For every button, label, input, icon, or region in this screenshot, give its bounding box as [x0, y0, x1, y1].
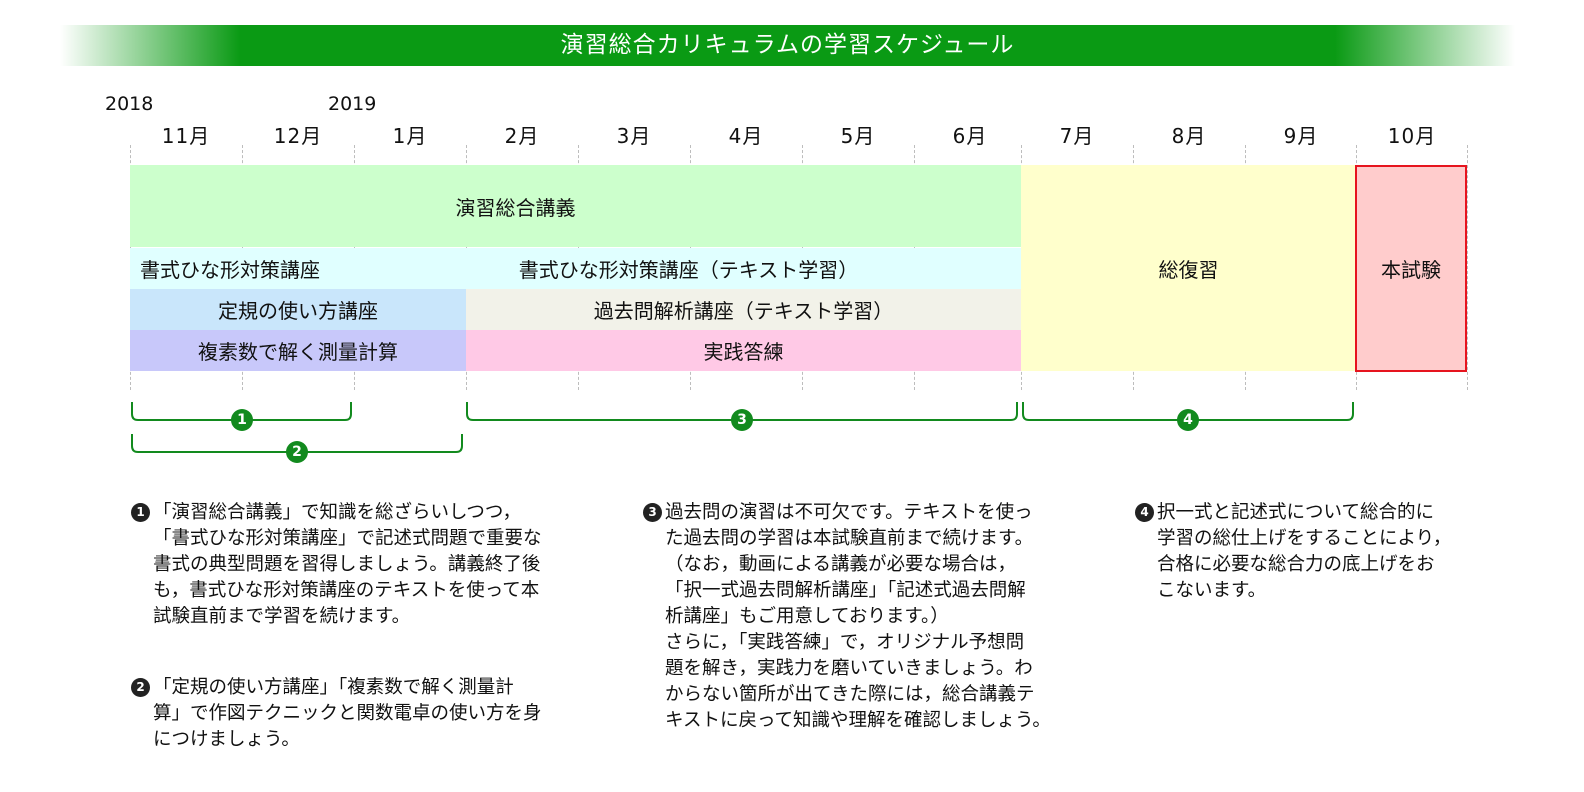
month-label: 12月 — [273, 124, 323, 148]
period-braces — [131, 402, 1354, 453]
shoshiki-bar: 書式ひな形対策講座 — [130, 248, 466, 289]
note-2: 2 「定規の使い方講座」「複素数で解く測量計 算」で作図テクニックと関数電卓の使… — [131, 675, 601, 753]
month-label: 9月 — [1283, 124, 1319, 148]
period-marker-4: 4 — [1177, 409, 1199, 431]
fukuso-bar: 複素数で解く測量計算 — [130, 330, 466, 371]
shoshiki-text-label: 書式ひな形対策講座（テキスト学習） — [518, 258, 859, 282]
note-text-3: 過去問の演習は不可欠です。テキストを使っ た過去問の学習は本試験直前まで続けます… — [665, 502, 1051, 731]
title-banner: 演習総合カリキュラムの学習スケジュール — [60, 25, 1515, 66]
note-text-1: 「演習総合講義」で知識を総ざらいしつつ， 「書式ひな形対策講座」で記述式問題で重… — [153, 502, 542, 627]
kakomon-label: 過去問解析講座（テキスト学習） — [593, 299, 894, 323]
period-marker-2: 2 — [286, 441, 308, 463]
note-text-4: 択一式と記述式について総合的に 学習の総仕上げをすることにより， 合格に必要な総… — [1157, 502, 1452, 601]
note-marker-1: 1 — [131, 503, 150, 522]
month-label: 7月 — [1059, 124, 1095, 148]
note-marker-2: 2 — [131, 678, 150, 697]
note-1: 1 「演習総合講義」で知識を総ざらいしつつ， 「書式ひな形対策講座」で記述式問題… — [131, 500, 601, 630]
period-marker-1: 1 — [231, 409, 253, 431]
month-label: 5月 — [840, 124, 876, 148]
note-3: 3 過去問の演習は不可欠です。テキストを使っ た過去問の学習は本試験直前まで続け… — [643, 500, 1103, 734]
teiki-bar: 定規の使い方講座 — [130, 289, 466, 330]
month-label: 10月 — [1387, 124, 1437, 148]
month-label: 2月 — [504, 124, 540, 148]
jissen-label: 実践答練 — [703, 340, 784, 364]
month-label: 1月 — [392, 124, 428, 148]
page-title: 演習総合カリキュラムの学習スケジュール — [560, 32, 1015, 58]
note-marker-4: 4 — [1135, 503, 1154, 522]
year-label-2019: 2019 — [328, 93, 377, 115]
exam-label: 本試験 — [1381, 258, 1441, 282]
lecture-bar: 演習総合講義 — [130, 165, 1021, 247]
month-label: 4月 — [728, 124, 764, 148]
fukuso-label: 複素数で解く測量計算 — [198, 340, 398, 364]
note-marker-3: 3 — [643, 503, 662, 522]
year-label-2018: 2018 — [105, 93, 154, 115]
month-label: 3月 — [616, 124, 652, 148]
shoshiki-label: 書式ひな形対策講座 — [140, 258, 320, 282]
note-4: 4 択一式と記述式について総合的に 学習の総仕上げをすることにより， 合格に必要… — [1135, 500, 1495, 604]
month-divider — [1467, 145, 1468, 390]
lecture-label: 演習総合講義 — [455, 195, 576, 220]
exam-bar: 本試験 — [1355, 165, 1467, 372]
kakomon-bar: 過去問解析講座（テキスト学習） — [466, 289, 1021, 330]
month-label: 11月 — [161, 124, 211, 148]
review-label: 総復習 — [1158, 257, 1219, 282]
shoshiki-text-bar: 書式ひな形対策講座（テキスト学習） — [466, 248, 1021, 289]
month-label: 6月 — [952, 124, 988, 148]
review-bar: 総復習 — [1021, 165, 1356, 371]
note-text-2: 「定規の使い方講座」「複素数で解く測量計 算」で作図テクニックと関数電卓の使い方… — [153, 677, 542, 750]
teiki-label: 定規の使い方講座 — [218, 299, 378, 323]
jissen-bar: 実践答練 — [466, 330, 1021, 371]
period-marker-3: 3 — [731, 409, 753, 431]
month-label: 8月 — [1171, 124, 1207, 148]
